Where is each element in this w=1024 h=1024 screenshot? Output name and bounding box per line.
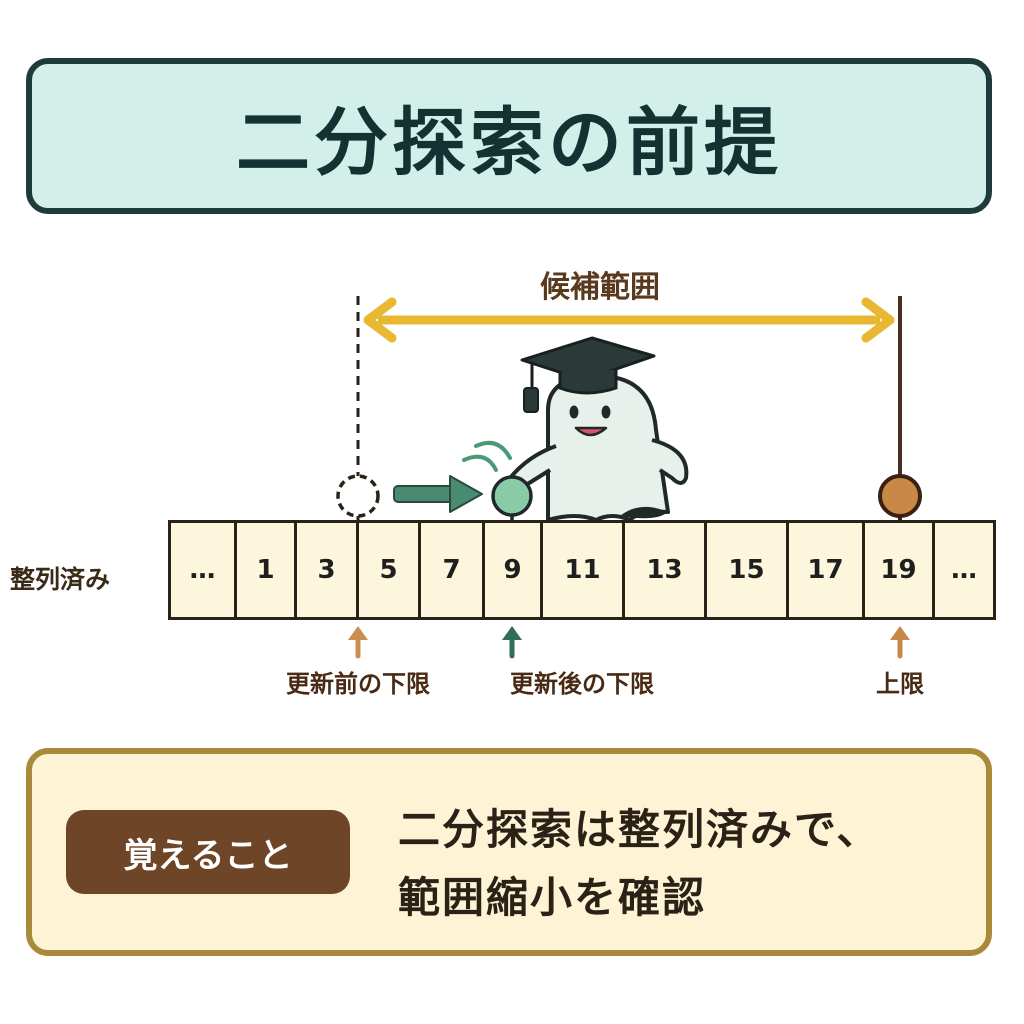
new-lower-pin (491, 475, 533, 517)
move-right-arrow-icon (393, 475, 483, 513)
range-arrow-right-head (861, 297, 895, 343)
array-cell: 13 (625, 523, 707, 617)
array-cell: 17 (789, 523, 865, 617)
array-cell: 5 (359, 523, 421, 617)
old-lower-label: 更新前の下限 (286, 670, 430, 698)
sorted-array: … 1 3 5 7 9 11 13 15 17 19 … (168, 520, 996, 620)
candidate-range-label: 候補範囲 (540, 270, 660, 305)
array-cell: … (171, 523, 237, 617)
array-cell: 15 (707, 523, 789, 617)
array-cell: 3 (297, 523, 359, 617)
memo-badge: 覚えること (66, 810, 350, 894)
array-cell: 19 (865, 523, 935, 617)
array-cell: 1 (237, 523, 297, 617)
memo-line-2: 範囲縮小を確認 (398, 873, 707, 922)
memo-line-1: 二分探索は整列済みで、 (398, 805, 881, 854)
sorted-array-label: 整列済み (10, 565, 111, 594)
range-arrow-left-head (363, 297, 397, 343)
page-title: 二分探索の前提 (236, 99, 782, 186)
upper-pointer-arrow-icon (890, 626, 910, 659)
ghost-with-graduation-cap-icon (507, 336, 689, 522)
array-cell: … (951, 555, 977, 585)
array-cell: 9 (485, 523, 543, 617)
old-lower-pointer-arrow-icon (348, 626, 368, 659)
memo-box: 覚えること 二分探索は整列済みで、 範囲縮小を確認 (26, 748, 992, 956)
array-cell: 11 (543, 523, 625, 617)
new-lower-pointer-arrow-icon (502, 626, 522, 659)
upper-bound-pin (878, 474, 922, 518)
motion-lines-icon (462, 441, 512, 472)
old-lower-dashed-circle (336, 474, 380, 518)
new-lower-label: 更新後の下限 (510, 670, 654, 698)
title-banner: 二分探索の前提 (26, 58, 992, 214)
upper-label: 上限 (876, 670, 924, 698)
array-cell: 7 (421, 523, 485, 617)
